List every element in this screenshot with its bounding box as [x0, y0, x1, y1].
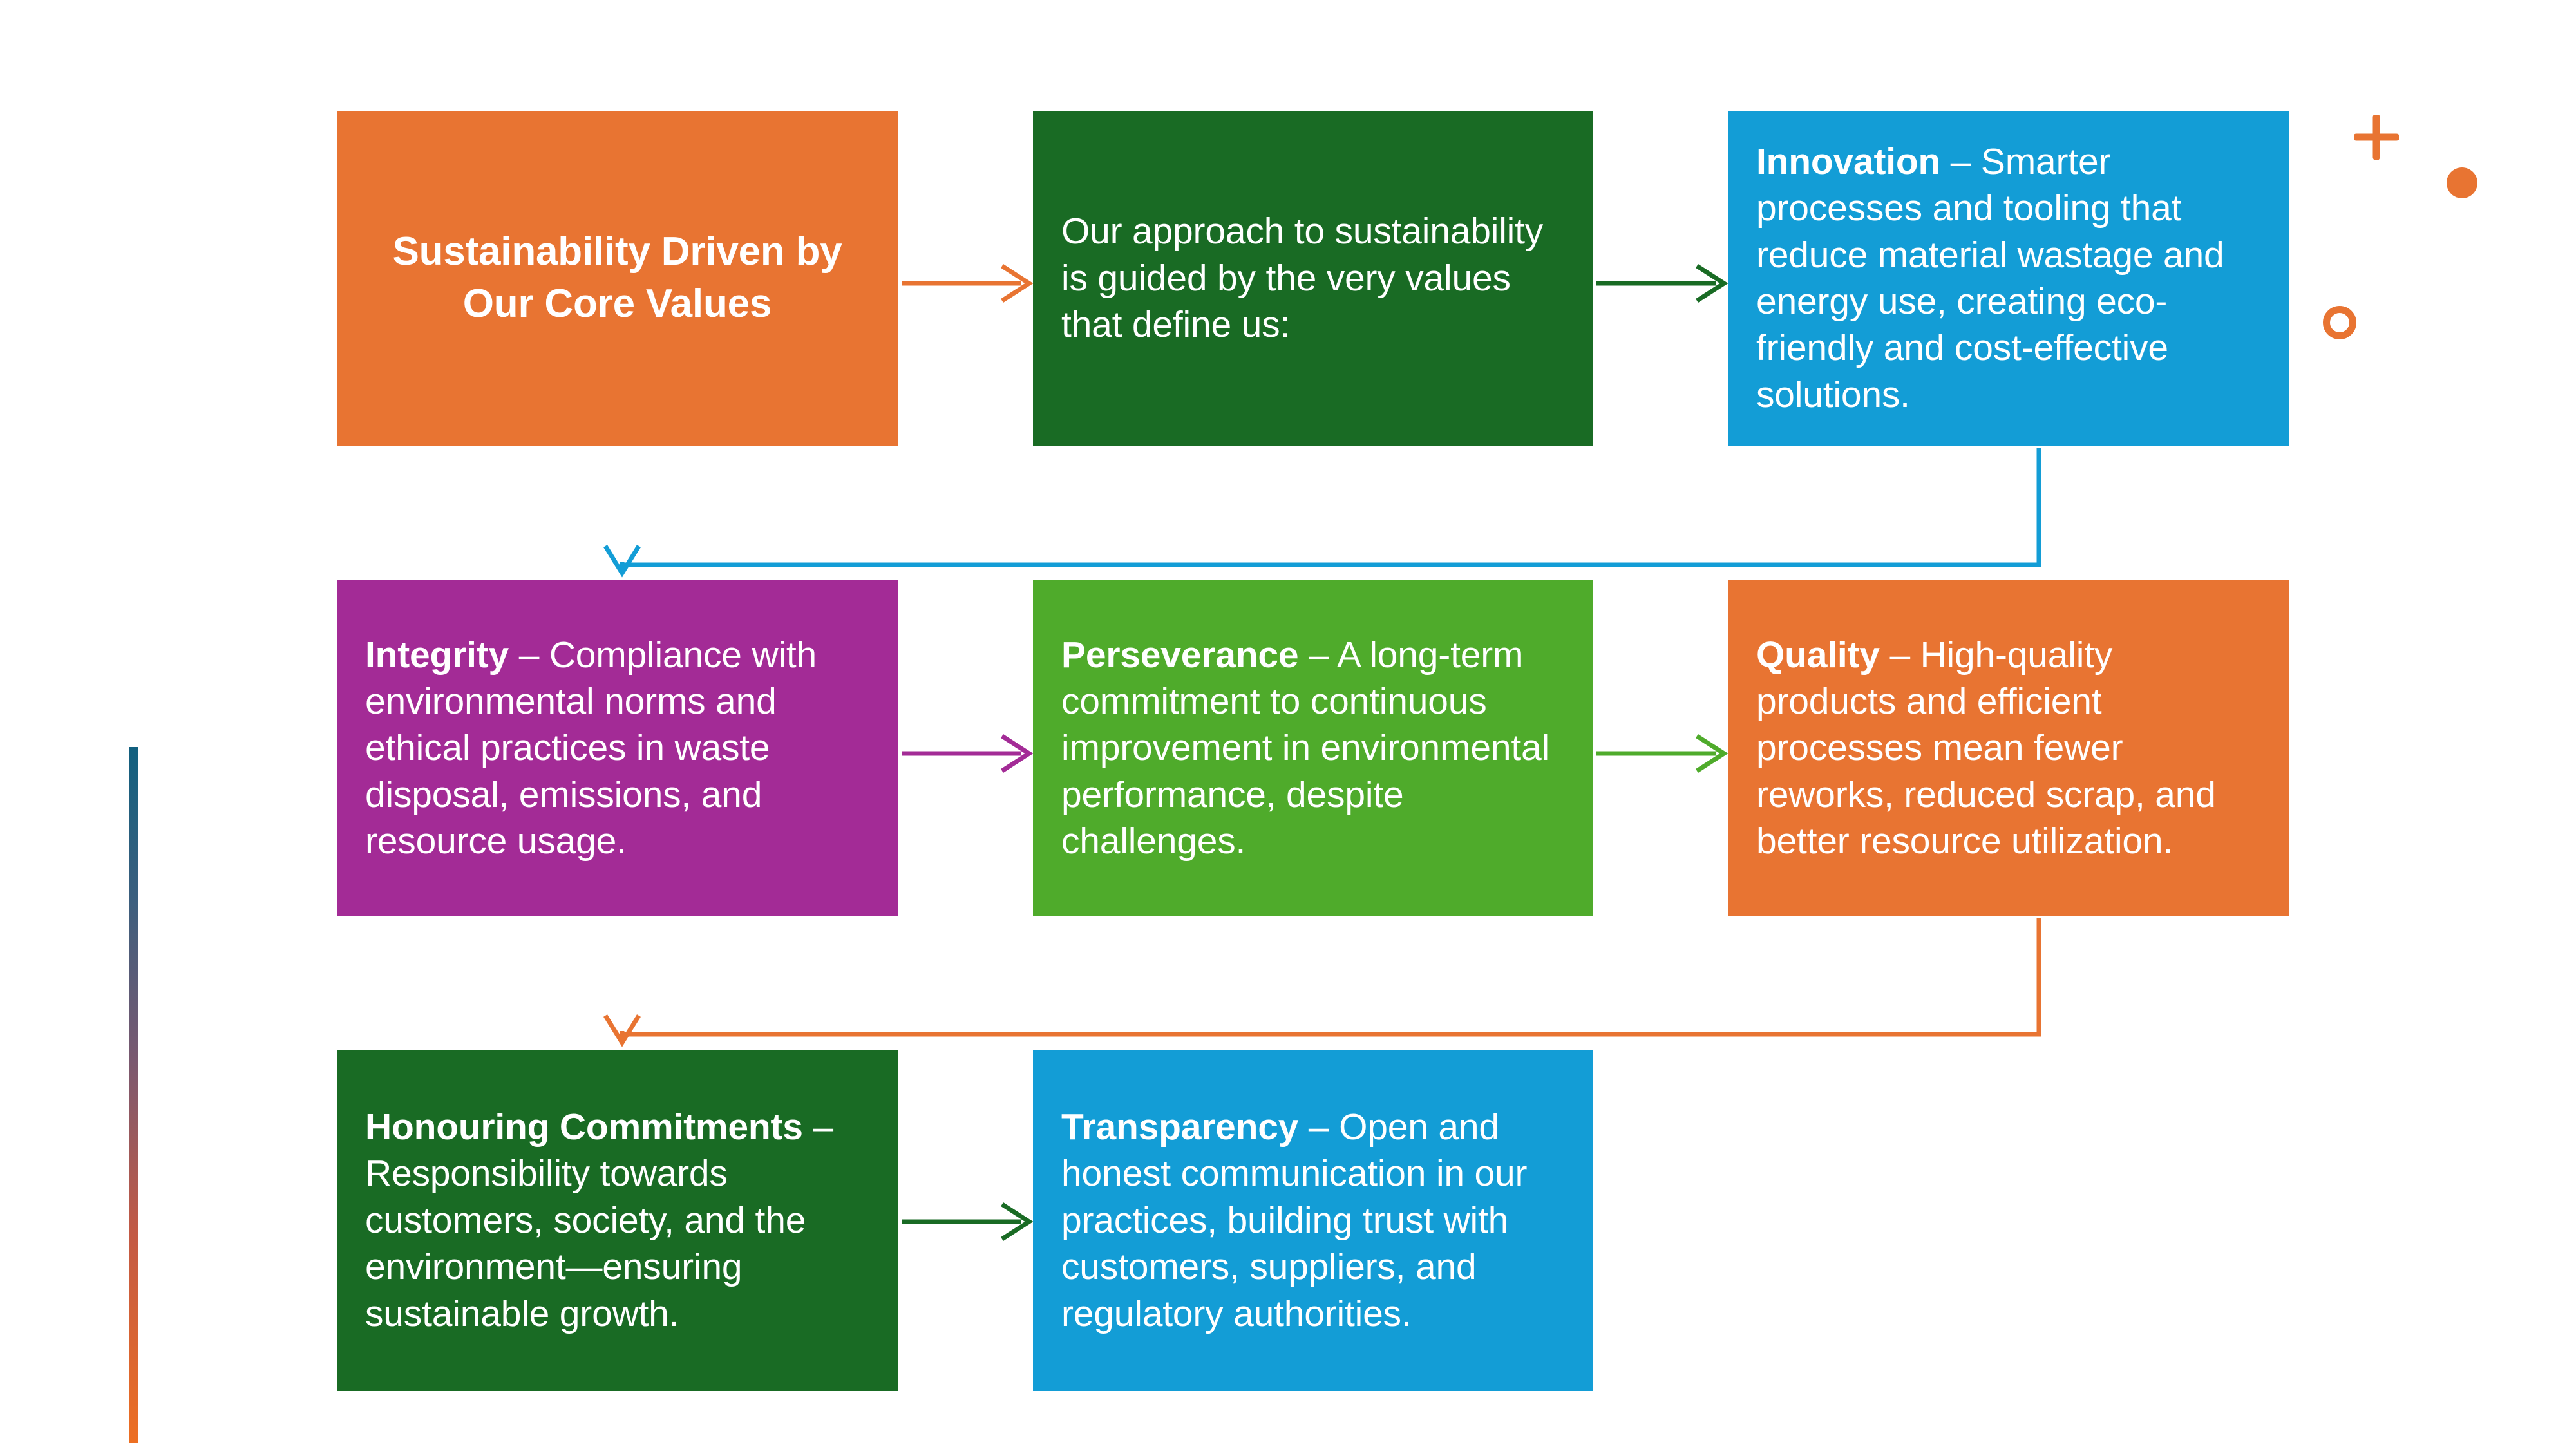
plus-icon — [2353, 113, 2400, 161]
node-quality-text: – High-quality products and efficient pr… — [1756, 634, 2216, 862]
accent-bar — [129, 747, 138, 1443]
dot-icon — [2447, 167, 2477, 198]
node-transparency-title: Transparency — [1061, 1106, 1299, 1148]
node-approach[interactable]: Our approach to sustainability is guided… — [1033, 111, 1593, 446]
node-honouring-commitments[interactable]: Honouring Commitments – Responsibility t… — [337, 1050, 898, 1391]
node-quality-label: Quality – High-quality products and effi… — [1756, 632, 2260, 865]
node-honouring-commitments-text: – Responsibility towards customers, soci… — [365, 1106, 833, 1334]
node-perseverance-text: – A long-term commitment to continuous i… — [1061, 634, 1549, 862]
node-transparency-label: Transparency – Open and honest communica… — [1061, 1104, 1564, 1337]
node-honouring-commitments-title: Honouring Commitments — [365, 1106, 803, 1148]
connector-honouring-commitments-to-transparency — [902, 1202, 1034, 1241]
ring-icon — [2323, 306, 2356, 339]
node-approach-text: Our approach to sustainability is guided… — [1061, 211, 1544, 346]
connector-perseverance-to-quality — [1596, 734, 1728, 773]
node-perseverance-title: Perseverance — [1061, 634, 1299, 676]
node-transparency-text: – Open and honest communication in our p… — [1061, 1106, 1528, 1334]
connector-integrity-to-perseverance — [902, 734, 1034, 773]
node-integrity-label: Integrity – Compliance with environmenta… — [365, 632, 869, 865]
node-perseverance[interactable]: Perseverance – A long-term commitment to… — [1033, 580, 1593, 916]
node-quality[interactable]: Quality – High-quality products and effi… — [1728, 580, 2289, 916]
node-integrity-text: – Compliance with environmental norms an… — [365, 634, 817, 862]
node-honouring-commitments-label: Honouring Commitments – Responsibility t… — [365, 1104, 869, 1337]
node-innovation[interactable]: Innovation – Smarter processes and tooli… — [1728, 111, 2289, 446]
connector-core-values-to-approach — [902, 264, 1034, 303]
node-quality-title: Quality — [1756, 634, 1880, 676]
node-integrity-title: Integrity — [365, 634, 509, 676]
node-core-values-title: Sustainability Driven by Our Core Values — [392, 229, 842, 326]
node-core-values[interactable]: Sustainability Driven by Our Core Values — [337, 111, 898, 446]
node-perseverance-label: Perseverance – A long-term commitment to… — [1061, 632, 1564, 865]
node-transparency[interactable]: Transparency – Open and honest communica… — [1033, 1050, 1593, 1391]
node-integrity[interactable]: Integrity – Compliance with environmenta… — [337, 580, 898, 916]
connector-approach-to-innovation — [1596, 264, 1728, 303]
node-innovation-title: Innovation — [1756, 140, 1941, 182]
node-core-values-label: Sustainability Driven by Our Core Values — [375, 226, 859, 330]
connector-innovation-to-integrity — [603, 448, 2041, 578]
node-innovation-label: Innovation – Smarter processes and tooli… — [1756, 138, 2260, 418]
node-approach-label: Our approach to sustainability is guided… — [1061, 208, 1564, 348]
connector-quality-to-honouring-commitments — [603, 918, 2041, 1047]
node-innovation-text: – Smarter processes and tooling that red… — [1756, 140, 2224, 415]
